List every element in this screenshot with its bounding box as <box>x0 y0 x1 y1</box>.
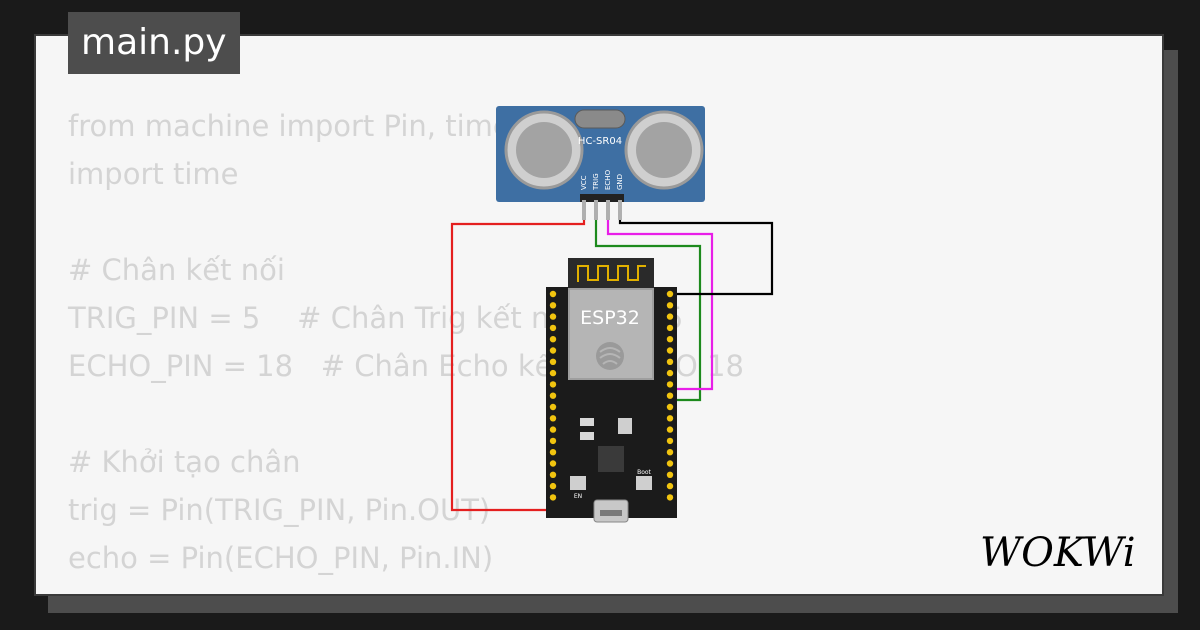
header-pin[interactable] <box>666 369 674 377</box>
header-pin[interactable] <box>666 381 674 388</box>
transducer-right-mesh <box>636 122 692 178</box>
wire-gnd[interactable] <box>618 220 774 296</box>
pin-trig[interactable] <box>594 200 598 220</box>
boot-button[interactable] <box>636 476 652 490</box>
wire-vcc[interactable] <box>450 220 586 512</box>
pin-gnd[interactable] <box>618 200 622 220</box>
regulator-chip <box>618 418 632 434</box>
header-pin[interactable] <box>549 324 557 332</box>
pin-label-vcc: VCC <box>580 175 588 190</box>
board-label: ESP32 <box>580 307 640 329</box>
file-tab-label: main.py <box>81 22 227 63</box>
header-pin[interactable] <box>549 336 557 343</box>
header-pin[interactable] <box>666 494 674 501</box>
header-pin[interactable] <box>666 437 674 445</box>
header-pin[interactable] <box>666 302 674 309</box>
header-pin[interactable] <box>666 290 674 298</box>
pin-label-gnd: GND <box>616 174 624 190</box>
header-pin[interactable] <box>666 426 674 433</box>
header-pin[interactable] <box>549 347 557 354</box>
header-pin[interactable] <box>666 336 674 343</box>
sensor-model-label: HC-SR04 <box>578 136 622 147</box>
wire-echo[interactable] <box>606 220 714 391</box>
code-line: echo = Pin(ECHO_PIN, Pin.IN) <box>68 541 494 575</box>
transducer-left-mesh <box>516 122 572 178</box>
esp32-board[interactable]: ESP32 EN Boot <box>546 258 677 523</box>
espressif-icon <box>596 342 624 370</box>
header-pin[interactable] <box>666 358 674 365</box>
header-pin[interactable] <box>549 471 557 478</box>
en-label: EN <box>574 493 582 500</box>
usb-port-opening <box>600 510 622 516</box>
code-line: trig = Pin(TRIG_PIN, Pin.OUT) <box>68 493 491 527</box>
boot-label: Boot <box>637 469 651 476</box>
header-pin[interactable] <box>666 471 674 478</box>
left-pin-header <box>549 290 557 501</box>
ultrasonic-sensor[interactable]: HC-SR04 VCC TRIG ECHO GND <box>496 106 705 220</box>
header-pin[interactable] <box>666 347 674 354</box>
pin-label-echo: ECHO <box>604 169 612 190</box>
pin-vcc[interactable] <box>582 200 586 220</box>
smd-component <box>580 432 594 440</box>
wokwi-logo: WOKWi <box>980 530 1136 576</box>
header-pin[interactable] <box>666 313 674 320</box>
antenna-area <box>568 258 654 288</box>
header-pin[interactable] <box>549 494 557 501</box>
header-pin[interactable] <box>549 426 557 433</box>
usb-uart-chip <box>598 446 624 472</box>
pin-label-trig: TRIG <box>592 173 600 191</box>
header-pin[interactable] <box>549 437 557 445</box>
header-pin[interactable] <box>549 482 557 490</box>
pin-echo[interactable] <box>606 200 610 220</box>
header-pin[interactable] <box>549 415 557 422</box>
code-background: from machine import Pin, time_pulse_us i… <box>68 102 744 582</box>
header-pin[interactable] <box>549 449 557 456</box>
sensor-crystal <box>574 109 626 129</box>
header-pin[interactable] <box>666 460 674 467</box>
header-pin[interactable] <box>549 302 557 309</box>
header-pin[interactable] <box>666 415 674 422</box>
code-line: # Chân kết nối <box>68 253 285 287</box>
header-pin[interactable] <box>549 392 557 399</box>
code-line: import time <box>68 157 239 191</box>
wokwi-logo-text: WOKWi <box>980 530 1136 576</box>
header-pin[interactable] <box>549 460 557 467</box>
header-pin[interactable] <box>549 381 557 388</box>
header-pin[interactable] <box>666 324 674 332</box>
header-pin[interactable] <box>666 403 674 411</box>
wire-trig[interactable] <box>594 220 702 402</box>
header-pin[interactable] <box>549 369 557 377</box>
header-pin[interactable] <box>666 392 674 399</box>
header-pin[interactable] <box>666 482 674 490</box>
header-pin[interactable] <box>549 358 557 365</box>
right-pin-header <box>666 290 674 501</box>
en-button[interactable] <box>570 476 586 490</box>
header-pin[interactable] <box>666 449 674 456</box>
code-line: # Khởi tạo chân <box>68 445 301 479</box>
header-pin[interactable] <box>549 313 557 320</box>
header-pin[interactable] <box>549 290 557 298</box>
pin-header <box>580 194 624 202</box>
file-tab[interactable]: main.py <box>68 12 240 74</box>
smd-component <box>580 418 594 426</box>
antenna-trace <box>577 265 646 282</box>
header-pin[interactable] <box>549 403 557 411</box>
